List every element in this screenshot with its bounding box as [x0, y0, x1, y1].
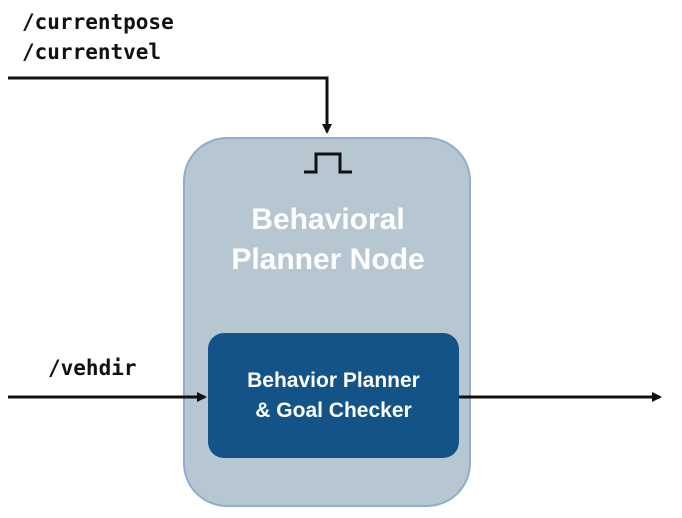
- trigger-input-wire: [8, 76, 332, 134]
- topic-label-vehdir: /vehdir: [48, 356, 137, 380]
- topic-label-currentpose: /currentpose: [22, 10, 174, 34]
- subsystem-label-line-2: & Goal Checker: [255, 398, 412, 422]
- topic-label-currentvel: /currentvel: [22, 40, 162, 64]
- node-title-line-2: Planner Node: [231, 243, 425, 276]
- subsystem-label-line-1: Behavior Planner: [247, 368, 420, 392]
- node-title-line-1: Behavioral: [251, 203, 405, 236]
- pulse-trigger-icon: [304, 152, 352, 174]
- behavior-planner-subsystem[interactable]: Behavior Planner & Goal Checker: [208, 333, 459, 458]
- node-title: Behavioral Planner Node: [183, 200, 473, 280]
